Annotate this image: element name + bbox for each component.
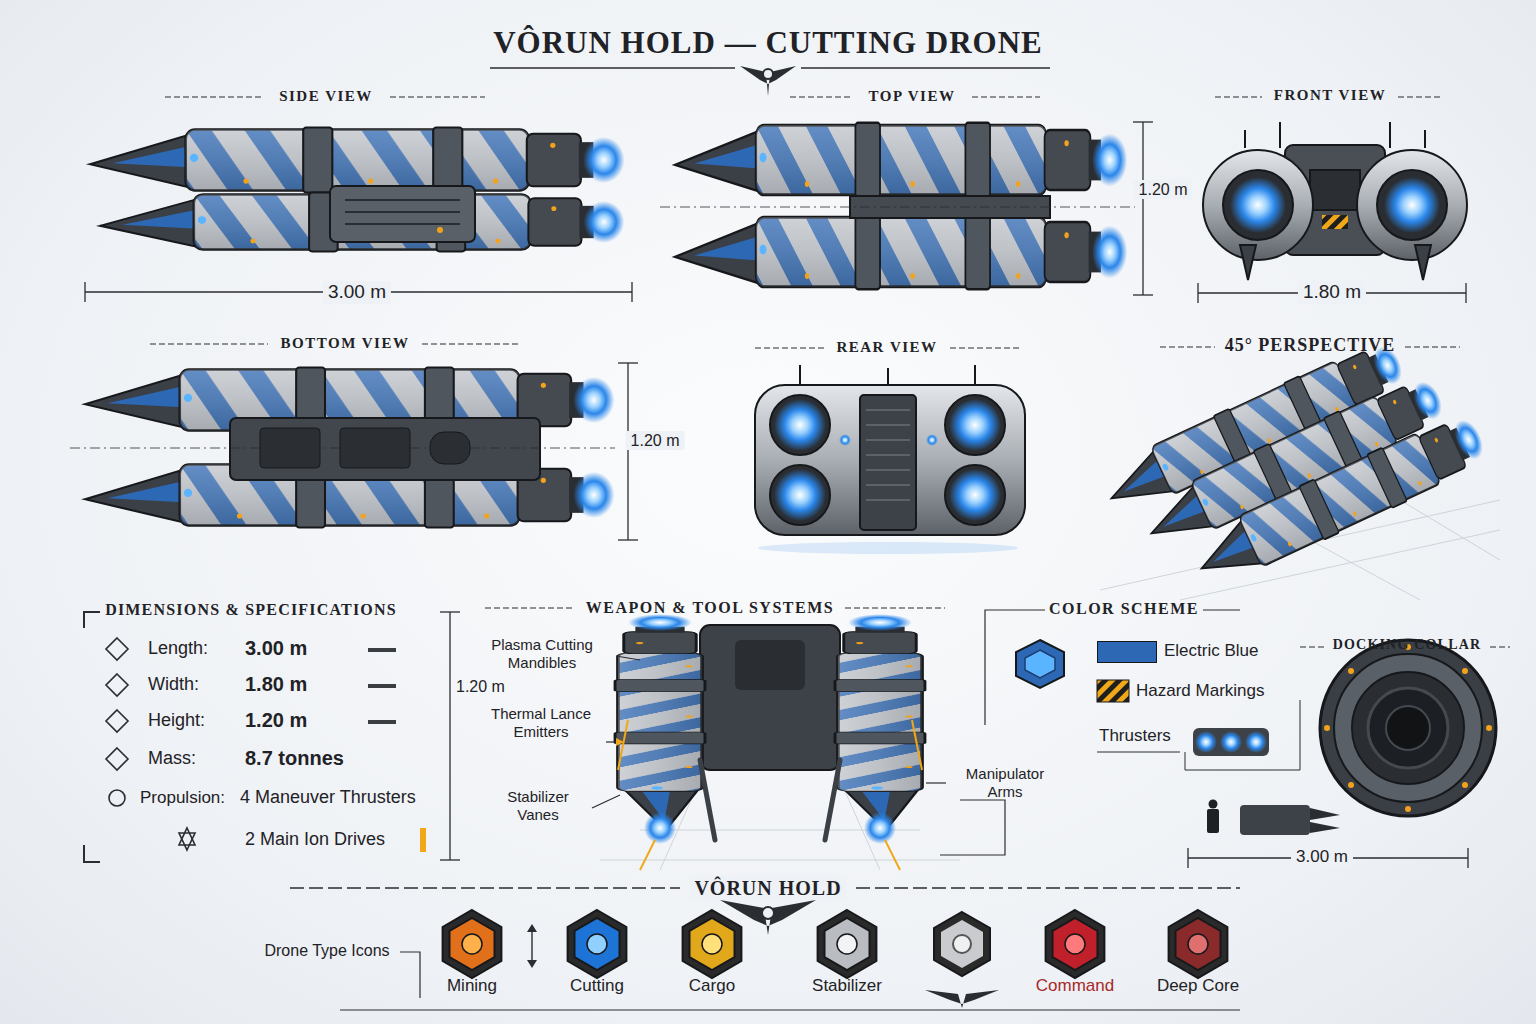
dimension: 3.00 m	[323, 281, 391, 304]
panel-heading: DIMENSIONS & SPECIFICATIONS	[105, 600, 397, 619]
legend-text: Hazard Markings	[1136, 681, 1265, 701]
hexagon-outline	[568, 910, 627, 978]
icon-label: Stabilizer	[812, 976, 882, 996]
hexagon-core	[462, 934, 482, 954]
hexagon-outline	[825, 918, 870, 970]
drone-type-icon: Deep Core	[1140, 908, 1256, 1004]
dimension: 3.00 m	[1291, 847, 1353, 867]
dimension: 1.20 m	[1134, 180, 1193, 199]
dimension: 1.20 m	[626, 431, 685, 450]
view-heading: BOTTOM VIEW	[281, 334, 410, 352]
spec-value: 8.7 tonnes	[245, 746, 344, 770]
callout-label: Plasma Cutting Mandibles	[472, 636, 612, 672]
hexagon-outline	[1046, 910, 1105, 978]
drone-type-icon: Mining	[414, 908, 530, 1004]
hexagon-outline	[690, 918, 735, 970]
spec-value: 1.80 m	[245, 672, 307, 696]
spec-name: Propulsion:	[140, 788, 225, 808]
spec-panel: DIMENSIONS & SPECIFICATIONS	[90, 596, 428, 864]
spec-value: 3.00 m	[245, 636, 307, 660]
spec-name: Length:	[148, 638, 208, 660]
view-heading: 45° PERSPECTIVE	[1225, 335, 1396, 357]
hexagon-outline	[1053, 918, 1098, 970]
view-heading: SIDE VIEW	[279, 87, 373, 105]
icon-label: Command	[1036, 976, 1114, 996]
view-heading: FRONT VIEW	[1274, 86, 1386, 104]
icon-label: Cutting	[570, 976, 624, 996]
section-heading: DOCKING COLLAR	[1333, 637, 1482, 654]
hexagon-core	[702, 934, 722, 954]
section-heading: WEAPON & TOOL SYSTEMS	[586, 598, 834, 617]
spec-value: 4 Maneuver Thrusters	[240, 787, 416, 809]
view-heading: REAR VIEW	[836, 338, 937, 356]
hexagon-shape	[539, 908, 655, 980]
hexagon-shape	[1140, 908, 1256, 980]
drone-type-icon: Stabilizer	[789, 908, 905, 1004]
icon-label: Mining	[447, 976, 497, 996]
hexagon-outline	[450, 918, 495, 970]
icon-label: Cargo	[689, 976, 735, 996]
hexagon-shape	[414, 908, 530, 980]
spec-value: 2 Main Ion Drives	[245, 829, 385, 851]
hexagon-shape	[1017, 908, 1133, 980]
hexagon-shape	[654, 908, 770, 980]
hexagon-core	[587, 934, 607, 954]
section-heading: COLOR SCHEME	[1049, 599, 1199, 618]
hexagon-outline	[1176, 918, 1221, 970]
dimension: 1.80 m	[1298, 281, 1366, 304]
view-heading: TOP VIEW	[869, 87, 956, 105]
hexagon-shape	[789, 908, 905, 980]
hexagon-outline	[443, 910, 502, 978]
emblem-name: VÔRUN HOLD	[689, 876, 846, 900]
hexagon-outline	[575, 918, 620, 970]
legend-swatch	[1097, 641, 1157, 663]
hexagon-outline	[683, 910, 742, 978]
spec-name: Mass:	[148, 748, 196, 770]
drone-type-icon: Command	[1017, 908, 1133, 1004]
icon-label: Deep Core	[1157, 976, 1239, 996]
legend-text: Thrusters	[1099, 726, 1171, 746]
hexagon-core	[837, 934, 857, 954]
hexagon-outline	[1169, 910, 1228, 978]
drone-type-icon: Cargo	[654, 908, 770, 1004]
hexagon-outline	[818, 910, 877, 978]
sheet-title: VÔRUN HOLD — CUTTING DRONE	[493, 24, 1043, 61]
drone-type-icon: Cutting	[539, 908, 655, 1004]
legend-text: Electric Blue	[1164, 641, 1258, 661]
spec-name: Height:	[148, 710, 205, 732]
callout-label: Stabilizer Vanes	[488, 788, 588, 824]
dimension: 1.20 m	[456, 677, 505, 696]
row-label: Drone Type Icons	[264, 941, 389, 960]
callout-label: Thermal Lance Emitters	[481, 705, 601, 741]
hexagon-core	[1188, 934, 1208, 954]
spec-value: 1.20 m	[245, 708, 307, 732]
hexagon-core	[1065, 934, 1085, 954]
spec-name: Width:	[148, 674, 199, 696]
callout-label: Manipulator Arms	[950, 765, 1060, 801]
